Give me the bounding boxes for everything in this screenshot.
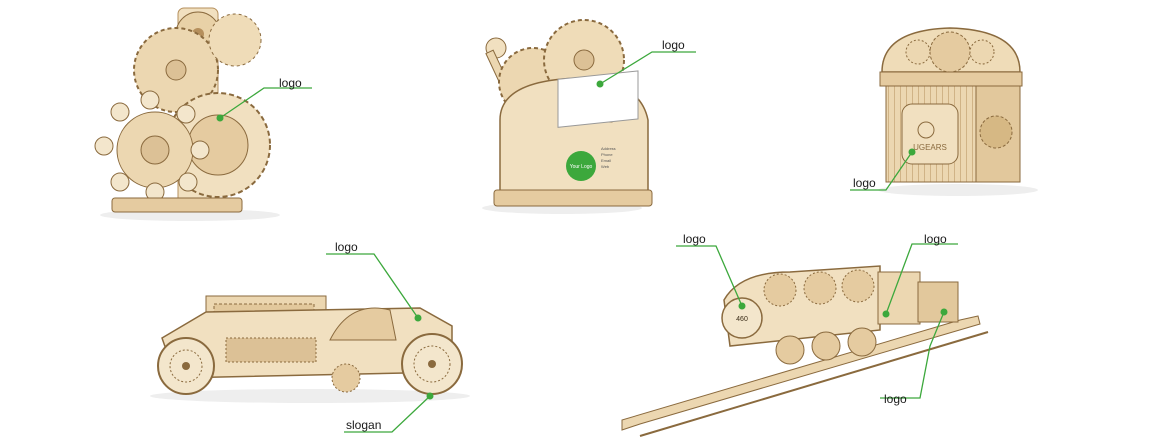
car-slogan-label: slogan xyxy=(346,418,382,432)
train-front-logo-callout xyxy=(676,245,746,310)
business-card-holder-model: Your Logo Address Phone Email Web xyxy=(482,19,653,214)
locomotive-badge-number: 460 xyxy=(736,316,748,323)
card-your-logo-text: Your Logo xyxy=(570,164,593,170)
card-holder-logo-callout xyxy=(596,51,696,88)
locomotive-model: 460 xyxy=(621,265,989,437)
card-holder-logo-label: logo xyxy=(662,38,685,52)
car-logo-callout xyxy=(326,253,422,322)
card-phone-text: Phone xyxy=(601,152,613,157)
box-brand-text: UGEARS xyxy=(913,143,947,152)
train-cab-logo-callout xyxy=(882,243,958,318)
train-cab-logo-label: logo xyxy=(924,232,947,246)
race-car-model xyxy=(150,295,470,403)
dynamometer-model xyxy=(94,7,280,221)
car-logo-label: logo xyxy=(335,240,358,254)
dynamometer-logo-label: logo xyxy=(279,76,302,90)
treasure-box-model: UGEARS xyxy=(878,27,1038,196)
card-address-text: Address xyxy=(601,146,616,151)
card-email-text: Email xyxy=(601,158,611,163)
box-logo-callout xyxy=(850,148,916,191)
car-slogan-callout xyxy=(344,392,434,433)
card-web-text: Web xyxy=(601,164,610,169)
box-logo-label: logo xyxy=(853,176,876,190)
train-tender-logo-callout xyxy=(880,308,948,399)
dynamometer-logo-callout xyxy=(216,87,312,122)
train-tender-logo-label: logo xyxy=(884,392,907,406)
train-front-logo-label: logo xyxy=(683,232,706,246)
